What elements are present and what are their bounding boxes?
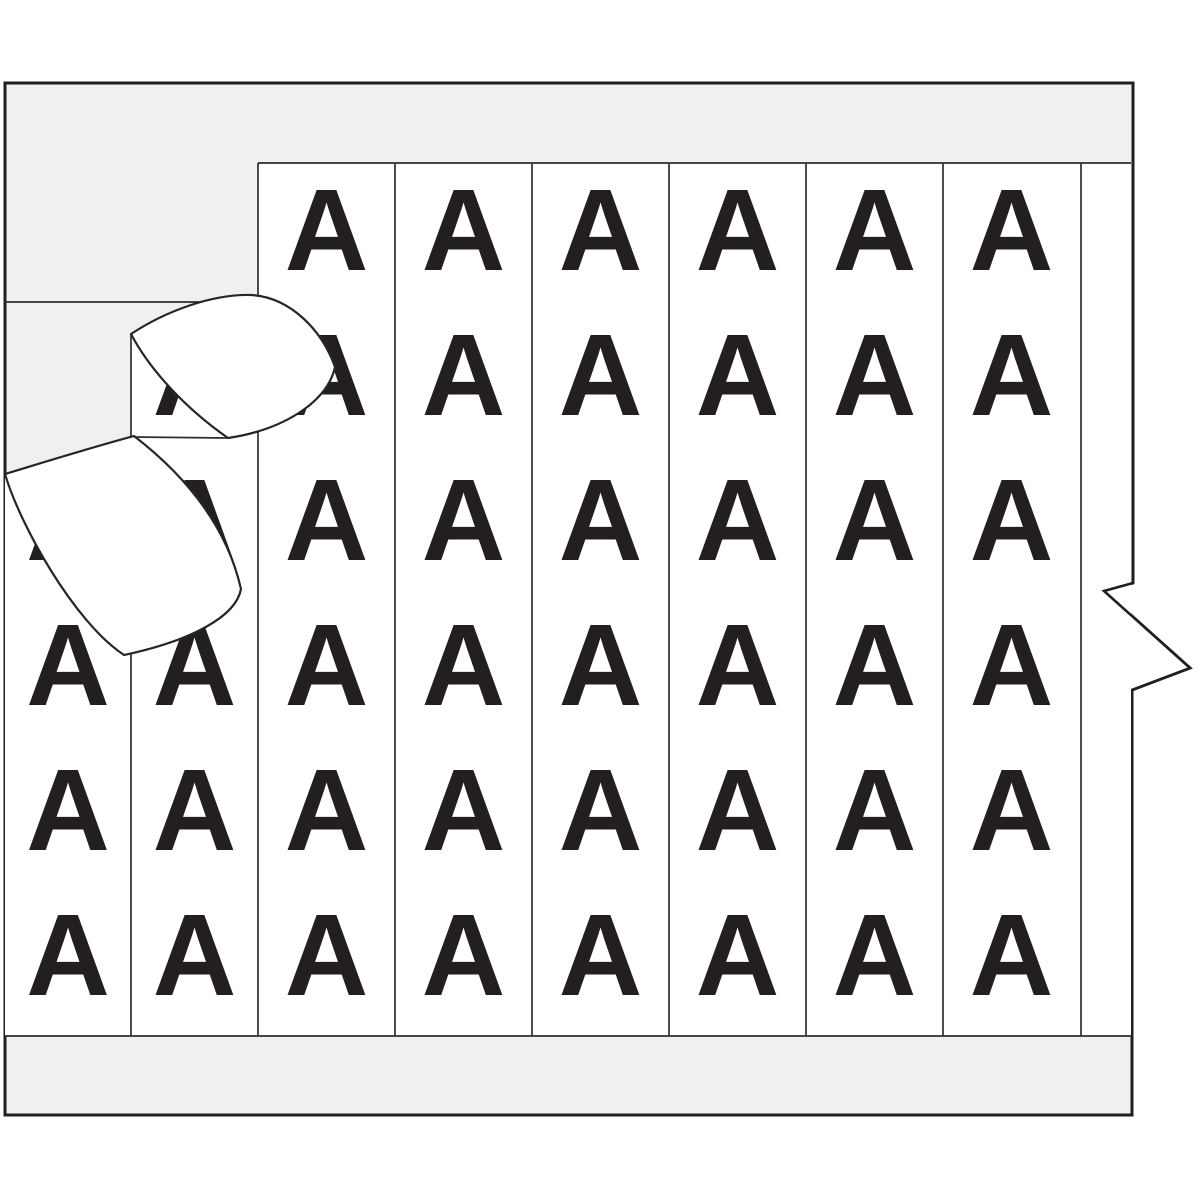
marker-letter: A <box>26 890 110 1020</box>
marker-letter: A <box>833 310 917 440</box>
marker-letter: A <box>696 890 780 1020</box>
marker-letter: A <box>833 890 917 1020</box>
marker-letter: A <box>285 890 369 1020</box>
marker-letter: A <box>970 165 1054 295</box>
marker-letter: A <box>422 600 506 730</box>
marker-letter: A <box>970 455 1054 585</box>
marker-letter: A <box>422 890 506 1020</box>
peeled-label-base-line <box>130 436 229 439</box>
marker-letter: A <box>696 310 780 440</box>
marker-letter: A <box>833 165 917 295</box>
peeled-label-top <box>129 293 337 440</box>
marker-letter: A <box>696 455 780 585</box>
label-strip-area-main <box>258 163 1131 1036</box>
marker-letter: A <box>559 890 643 1020</box>
marker-letter: A <box>696 745 780 875</box>
marker-letter: A <box>26 745 110 875</box>
marker-letter: A <box>285 165 369 295</box>
marker-letter: A <box>559 600 643 730</box>
marker-letter: A <box>970 890 1054 1020</box>
marker-letter: A <box>559 165 643 295</box>
marker-letter: A <box>696 165 780 295</box>
marker-letter: A <box>285 455 369 585</box>
marker-letter: A <box>833 600 917 730</box>
marker-letter: A <box>833 745 917 875</box>
marker-letter: A <box>833 455 917 585</box>
marker-letter: A <box>153 745 237 875</box>
pull-tab-notch <box>1101 581 1193 692</box>
strip-divider-lines <box>5 162 1131 1037</box>
marker-letter: A <box>422 310 506 440</box>
marker-letter: A <box>970 600 1054 730</box>
marker-letter: A <box>422 745 506 875</box>
marker-letter: A <box>970 745 1054 875</box>
marker-letter: A <box>559 745 643 875</box>
marker-letter: A <box>696 600 780 730</box>
marker-letter: A <box>422 455 506 585</box>
marker-letter: A <box>285 745 369 875</box>
marker-letter: A <box>559 310 643 440</box>
marker-letter: A <box>970 310 1054 440</box>
marker-letter: A <box>285 600 369 730</box>
marker-letter: A <box>153 890 237 1020</box>
peeled-label-bottom <box>3 434 243 657</box>
marker-letter: A <box>422 165 506 295</box>
marker-letter: A <box>559 455 643 585</box>
